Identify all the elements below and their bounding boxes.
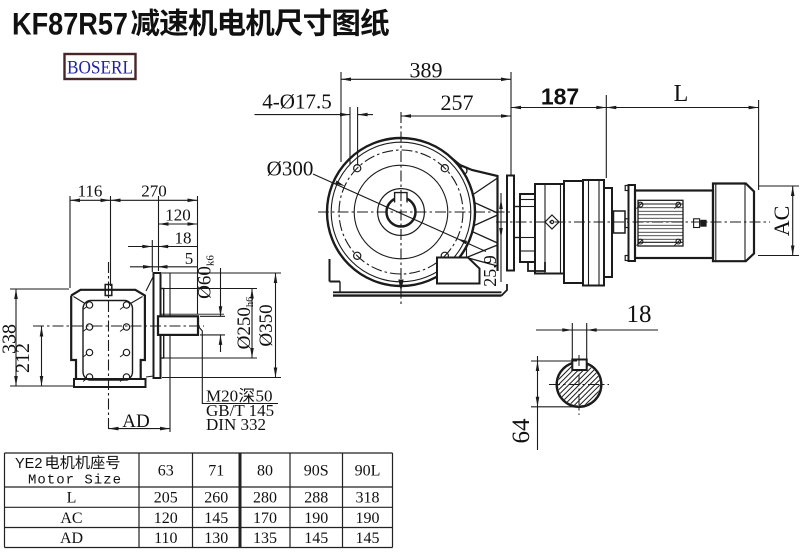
- svg-text:205: 205: [154, 490, 178, 507]
- svg-text:389: 389: [410, 58, 443, 83]
- svg-text:318: 318: [356, 490, 380, 507]
- svg-text:5: 5: [185, 249, 194, 268]
- svg-text:338: 338: [0, 324, 21, 354]
- svg-text:190: 190: [356, 510, 380, 527]
- svg-text:AD: AD: [122, 411, 149, 432]
- svg-text:64: 64: [508, 418, 535, 444]
- svg-text:KF87R57: KF87R57: [12, 6, 128, 42]
- svg-text:Motor Size: Motor Size: [28, 473, 122, 489]
- svg-text:L: L: [674, 81, 689, 107]
- svg-text:90L: 90L: [355, 463, 381, 480]
- svg-text:18: 18: [175, 229, 192, 248]
- svg-text:Ø300: Ø300: [267, 157, 314, 181]
- svg-text:M20: M20: [206, 387, 238, 406]
- svg-text:145: 145: [204, 510, 228, 527]
- svg-text:116: 116: [78, 182, 103, 201]
- svg-text:25.9: 25.9: [480, 255, 500, 287]
- svg-text:170: 170: [253, 510, 277, 527]
- svg-text:110: 110: [154, 530, 177, 547]
- svg-text:Ø350: Ø350: [256, 304, 277, 346]
- svg-text:63: 63: [158, 463, 174, 480]
- svg-text:135: 135: [253, 530, 277, 547]
- svg-text:AC: AC: [60, 510, 82, 527]
- svg-text:187: 187: [541, 84, 579, 110]
- svg-text:DIN 332: DIN 332: [206, 415, 266, 434]
- svg-text:AC: AC: [769, 206, 794, 237]
- svg-text:L: L: [67, 490, 77, 507]
- svg-text:270: 270: [141, 182, 167, 201]
- svg-text:190: 190: [304, 510, 328, 527]
- svg-text:80: 80: [257, 463, 273, 480]
- svg-text:288: 288: [304, 490, 328, 507]
- svg-text:257: 257: [441, 90, 474, 115]
- svg-text:50: 50: [256, 387, 273, 406]
- svg-text:145: 145: [304, 530, 328, 547]
- svg-text:71: 71: [208, 463, 224, 480]
- svg-text:145: 145: [356, 530, 380, 547]
- svg-text:260: 260: [204, 490, 228, 507]
- svg-text:130: 130: [204, 530, 228, 547]
- svg-text:280: 280: [253, 490, 277, 507]
- svg-text:90S: 90S: [304, 463, 329, 480]
- svg-text:120: 120: [165, 206, 191, 225]
- svg-text:18: 18: [627, 301, 652, 328]
- svg-text:4-Ø17.5: 4-Ø17.5: [262, 90, 331, 114]
- svg-text:Ø250h6: Ø250h6: [234, 297, 256, 350]
- svg-text:212: 212: [12, 343, 34, 373]
- svg-text:GB/T 145: GB/T 145: [206, 401, 274, 420]
- svg-text:120: 120: [154, 510, 178, 527]
- svg-text:BOSERL: BOSERL: [67, 58, 133, 79]
- svg-text:YE2: YE2: [15, 456, 42, 472]
- svg-text:AD: AD: [60, 530, 83, 547]
